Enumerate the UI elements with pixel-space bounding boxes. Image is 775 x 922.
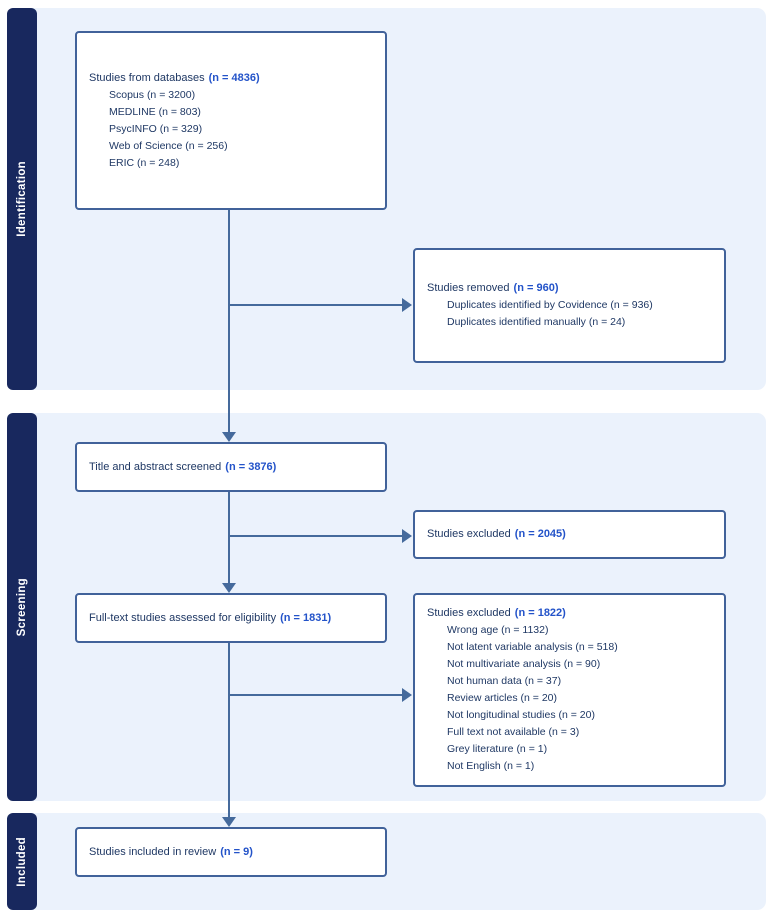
box-count: (n = 2045) bbox=[514, 528, 566, 540]
box-title: Full-text studies assessed for eligibili… bbox=[89, 611, 332, 624]
arrowhead-down-icon bbox=[222, 432, 236, 442]
box-studies-excluded-fulltext: Studies excluded(n = 1822) Wrong age (n … bbox=[413, 593, 726, 787]
flow-line-fulltext-to-included bbox=[228, 643, 230, 818]
box-count: (n = 960) bbox=[513, 282, 559, 294]
box-item: Grey literature (n = 1) bbox=[447, 743, 548, 755]
stage-bar-included: Included bbox=[7, 813, 37, 910]
flow-line-screened-to-fulltext bbox=[228, 492, 230, 584]
box-title: Studies excluded(n = 1822) bbox=[427, 607, 566, 619]
box-count: (n = 4836) bbox=[208, 71, 260, 84]
box-item: Duplicates identified by Covidence (n = … bbox=[447, 299, 653, 311]
box-item: Web of Science (n = 256) bbox=[109, 139, 228, 152]
flow-line-to-excluded-screening bbox=[229, 535, 403, 537]
arrowhead-right-icon bbox=[402, 529, 412, 543]
arrowhead-down-icon bbox=[222, 583, 236, 593]
stage-bar-identification: Identification bbox=[7, 8, 37, 390]
arrowhead-down-icon bbox=[222, 817, 236, 827]
arrowhead-right-icon bbox=[402, 298, 412, 312]
box-item: Not multivariate analysis (n = 90) bbox=[447, 658, 601, 670]
box-item: MEDLINE (n = 803) bbox=[109, 105, 201, 118]
box-studies-excluded-screening: Studies excluded(n = 2045) bbox=[413, 510, 726, 559]
flow-line-databases-to-screened bbox=[228, 210, 230, 433]
flow-line-to-excluded-fulltext bbox=[229, 694, 403, 696]
box-item: Review articles (n = 20) bbox=[447, 692, 557, 704]
box-title-abstract-screened: Title and abstract screened(n = 3876) bbox=[75, 442, 387, 492]
box-title: Title and abstract screened(n = 3876) bbox=[89, 460, 277, 473]
box-count: (n = 1822) bbox=[514, 607, 566, 619]
box-item: PsycINFO (n = 329) bbox=[109, 122, 203, 135]
stage-label-included: Included bbox=[16, 836, 28, 887]
stage-label-screening: Screening bbox=[16, 577, 28, 637]
box-item: ERIC (n = 248) bbox=[109, 156, 180, 169]
box-fulltext-assessed: Full-text studies assessed for eligibili… bbox=[75, 593, 387, 643]
box-title: Studies from databases(n = 4836) bbox=[89, 71, 260, 84]
box-count: (n = 1831) bbox=[280, 611, 332, 624]
box-item: Duplicates identified manually (n = 24) bbox=[447, 316, 626, 328]
box-item: Wrong age (n = 1132) bbox=[447, 624, 549, 636]
stage-bar-screening: Screening bbox=[7, 413, 37, 801]
box-item: Scopus (n = 3200) bbox=[109, 88, 196, 101]
box-studies-removed: Studies removed(n = 960) Duplicates iden… bbox=[413, 248, 726, 363]
box-item: Full text not available (n = 3) bbox=[447, 726, 580, 738]
box-item: Not English (n = 1) bbox=[447, 760, 535, 772]
box-count: (n = 9) bbox=[220, 845, 253, 858]
stage-label-identification: Identification bbox=[16, 161, 28, 237]
box-title: Studies included in review(n = 9) bbox=[89, 845, 253, 858]
box-studies-included: Studies included in review(n = 9) bbox=[75, 827, 387, 877]
arrowhead-right-icon bbox=[402, 688, 412, 702]
box-title: Studies removed(n = 960) bbox=[427, 282, 559, 294]
box-studies-from-databases: Studies from databases(n = 4836) Scopus … bbox=[75, 31, 387, 210]
flow-line-to-removed bbox=[229, 304, 403, 306]
box-item: Not human data (n = 37) bbox=[447, 675, 562, 687]
box-item: Not latent variable analysis (n = 518) bbox=[447, 641, 618, 653]
box-count: (n = 3876) bbox=[225, 460, 277, 473]
box-title: Studies excluded(n = 2045) bbox=[427, 528, 566, 540]
box-item: Not longitudinal studies (n = 20) bbox=[447, 709, 595, 721]
